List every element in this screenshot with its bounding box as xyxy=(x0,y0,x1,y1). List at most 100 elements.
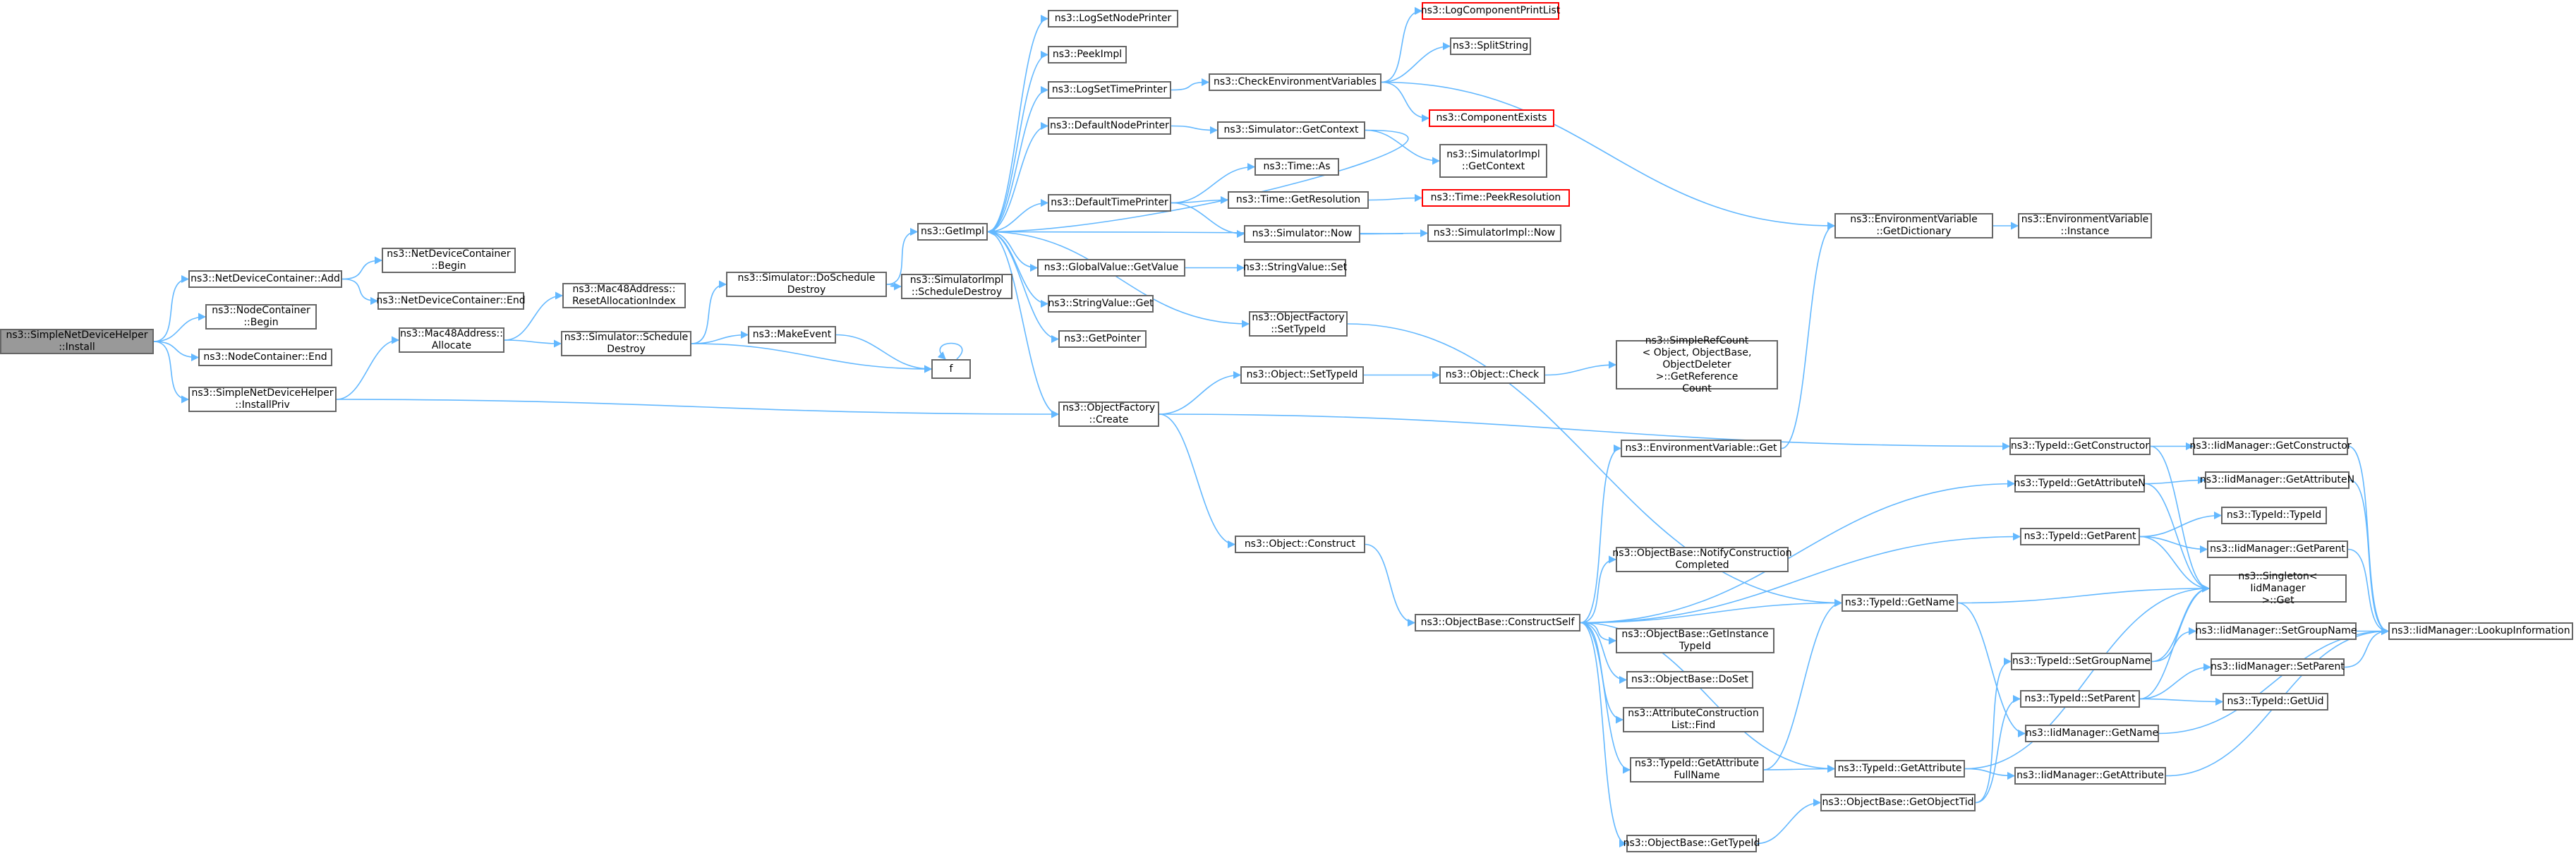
node-logsettime[interactable]: ns3::LogSetTimePrinter xyxy=(1048,81,1171,99)
node-tid-setgroup[interactable]: ns3::TypeId::SetGroupName xyxy=(2011,653,2152,670)
node-getpointer[interactable]: ns3::GetPointer xyxy=(1058,330,1147,348)
node-sim-now[interactable]: ns3::Simulator::Now xyxy=(1244,225,1360,243)
edge-tid-setparent-to-iid-setparent xyxy=(2139,663,2212,700)
edge-ob-construct-to-ob-gettid xyxy=(1580,622,1628,848)
node-tid-setparent[interactable]: ns3::TypeId::SetParent xyxy=(2020,690,2140,708)
node-ob-construct[interactable]: ns3::ObjectBase::ConstructSelf xyxy=(1415,614,1580,632)
node-tid-getname[interactable]: ns3::TypeId::GetName xyxy=(1842,594,1958,612)
node-iid-getname[interactable]: ns3::IidManager::GetName xyxy=(2025,725,2159,742)
node-singleton-get[interactable]: ns3::Singleton< IidManager >::Get xyxy=(2209,571,2347,606)
node-simimpl-now[interactable]: ns3::SimulatorImpl::Now xyxy=(1427,224,1561,242)
node-mac-alloc[interactable]: ns3::Mac48Address:: Allocate xyxy=(399,327,504,353)
edge-tid-getattr-to-singleton-get xyxy=(1964,584,2211,770)
node-strval-set[interactable]: ns3::StringValue::Set xyxy=(1243,259,1347,277)
node-sim-getctx[interactable]: ns3::Simulator::GetContext xyxy=(1217,121,1365,139)
node-logsetnode[interactable]: ns3::LogSetNodePrinter xyxy=(1048,10,1178,28)
node-label: ns3::ObjectBase::DoSet xyxy=(1631,674,1748,685)
node-ndc-begin[interactable]: ns3::NetDeviceContainer ::Begin xyxy=(382,248,516,273)
node-iid-getparent[interactable]: ns3::IidManager::GetParent xyxy=(2207,540,2348,558)
node-iid-setgroup[interactable]: ns3::IidManager::SetGroupName xyxy=(2196,622,2357,640)
node-of-create[interactable]: ns3::ObjectFactory ::Create xyxy=(1058,401,1159,427)
node-sim-sched[interactable]: ns3::Simulator::Schedule Destroy xyxy=(561,331,691,356)
node-nc-end[interactable]: ns3::NodeContainer::End xyxy=(198,349,332,366)
node-ob-gettid[interactable]: ns3::ObjectBase::GetTypeId xyxy=(1623,835,1760,852)
node-label: ns3::ComponentExists xyxy=(1436,112,1547,123)
node-tid-getparent[interactable]: ns3::TypeId::GetParent xyxy=(2020,528,2140,545)
node-simplerefcount[interactable]: ns3::SimpleRefCount < Object, ObjectBase… xyxy=(1616,335,1778,394)
node-label: ns3::TypeId::SetGroupName xyxy=(2012,655,2151,667)
node-deftime[interactable]: ns3::DefaultTimePrinter xyxy=(1048,194,1171,212)
node-defnode[interactable]: ns3::DefaultNodePrinter xyxy=(1048,117,1171,135)
node-obj-construct[interactable]: ns3::Object::Construct xyxy=(1235,536,1365,553)
edge-iid-getparent-to-iid-lookup xyxy=(2347,548,2390,636)
node-envvar-get[interactable]: ns3::EnvironmentVariable::Get xyxy=(1621,440,1782,457)
edge-tid-getattrn-to-singleton-get xyxy=(2144,483,2211,593)
node-time-as[interactable]: ns3::Time::As xyxy=(1254,158,1339,176)
node-tid-getuid[interactable]: ns3::TypeId::GetUid xyxy=(2223,693,2328,711)
node-tid-getattrn[interactable]: ns3::TypeId::GetAttributeN xyxy=(2014,475,2146,493)
edge-ob-construct-to-tid-getattrn xyxy=(1580,479,2016,624)
node-ndc-end[interactable]: ns3::NetDeviceContainer::End xyxy=(376,292,526,310)
node-mac-reset[interactable]: ns3::Mac48Address:: ResetAllocationIndex xyxy=(562,283,686,308)
node-obj-check[interactable]: ns3::Object::Check xyxy=(1439,366,1545,384)
node-f[interactable]: f xyxy=(931,359,971,379)
node-sndh-priv[interactable]: ns3::SimpleNetDeviceHelper ::InstallPriv xyxy=(188,387,337,412)
node-ob-getobjtid[interactable]: ns3::ObjectBase::GetObjectTid xyxy=(1820,794,1976,811)
node-tid-getattr[interactable]: ns3::TypeId::GetAttribute xyxy=(1834,760,1965,778)
node-label: ns3::Simulator::GetContext xyxy=(1223,124,1359,135)
node-nc-begin[interactable]: ns3::NodeContainer ::Begin xyxy=(205,304,317,330)
node-label: ns3::Simulator::DoSchedule Destroy xyxy=(737,272,876,296)
edge-ob-construct-to-ob-notify xyxy=(1580,555,1617,624)
node-simimpl-getctx[interactable]: ns3::SimulatorImpl ::GetContext xyxy=(1439,144,1547,178)
node-ob-doset[interactable]: ns3::ObjectBase::DoSet xyxy=(1626,671,1753,689)
node-label: ns3::ObjectFactory ::Create xyxy=(1062,402,1156,425)
node-tid-typeid[interactable]: ns3::TypeId::TypeId xyxy=(2221,507,2327,524)
edge-getimpl-to-deftime xyxy=(987,198,1049,233)
edge-ob-construct-to-ob-doset xyxy=(1580,622,1628,684)
node-iid-getctor[interactable]: ns3::IidManager::GetConstructor xyxy=(2189,437,2352,455)
node-ndc-add[interactable]: ns3::NetDeviceContainer::Add xyxy=(188,270,342,288)
node-acl-find[interactable]: ns3::AttributeConstruction List::Find xyxy=(1623,707,1764,732)
edge-ndc-add-to-ndc-begin xyxy=(341,256,383,280)
node-peekimpl[interactable]: ns3::PeekImpl xyxy=(1048,46,1127,64)
node-compexists[interactable]: ns3::ComponentExists xyxy=(1429,109,1554,127)
node-sim-dosched[interactable]: ns3::Simulator::DoSchedule Destroy xyxy=(726,272,887,297)
node-ob-getinst[interactable]: ns3::ObjectBase::GetInstance TypeId xyxy=(1616,628,1774,653)
edge-ob-construct-to-envvar-get xyxy=(1580,444,1622,624)
node-label: ns3::MakeEvent xyxy=(752,329,832,340)
node-label: ns3::ObjectBase::GetObjectTid xyxy=(1822,797,1974,808)
node-getimpl[interactable]: ns3::GetImpl xyxy=(917,223,988,241)
node-label: ns3::LogSetNodePrinter xyxy=(1054,13,1172,24)
node-tid-getctor[interactable]: ns3::TypeId::GetConstructor xyxy=(2009,437,2151,455)
node-label: ns3::LogComponentPrintList xyxy=(1420,5,1561,16)
node-label: ns3::IidManager::GetConstructor xyxy=(2189,440,2352,452)
edge-sim-dosched-to-getimpl xyxy=(886,227,919,285)
node-gv-get[interactable]: ns3::GlobalValue::GetValue xyxy=(1037,259,1185,277)
node-obj-settid[interactable]: ns3::Object::SetTypeId xyxy=(1240,366,1364,384)
node-label: ns3::NetDeviceContainer::Add xyxy=(191,273,340,284)
node-time-getres[interactable]: ns3::Time::GetResolution xyxy=(1228,191,1369,209)
node-label: ns3::PeekImpl xyxy=(1052,49,1123,60)
node-simimpl-sched[interactable]: ns3::SimulatorImpl ::ScheduleDestroy xyxy=(901,274,1012,299)
node-ob-notify[interactable]: ns3::ObjectBase::NotifyConstruction Comp… xyxy=(1612,547,1792,572)
node-tid-getattrfull[interactable]: ns3::TypeId::GetAttribute FullName xyxy=(1630,757,1764,783)
node-checkenv[interactable]: ns3::CheckEnvironmentVariables xyxy=(1209,73,1381,91)
node-label: ns3::ObjectBase::GetInstance TypeId xyxy=(1621,629,1769,652)
node-iid-getattrn[interactable]: ns3::IidManager::GetAttributeN xyxy=(2200,471,2354,489)
node-iid-setparent[interactable]: ns3::IidManager::SetParent xyxy=(2211,658,2345,676)
edge-tid-getname-to-singleton-get xyxy=(1957,584,2211,604)
node-iid-getattr[interactable]: ns3::IidManager::GetAttribute xyxy=(2014,767,2166,785)
node-splitstr[interactable]: ns3::SplitString xyxy=(1450,37,1531,55)
edge-of-settid-to-tid-getname xyxy=(1347,323,1843,608)
node-of-settid[interactable]: ns3::ObjectFactory ::SetTypeId xyxy=(1249,311,1348,337)
node-makeevent[interactable]: ns3::MakeEvent xyxy=(748,326,836,344)
node-envvar-inst[interactable]: ns3::EnvironmentVariable ::Instance xyxy=(2018,213,2152,238)
node-envvar-getdict[interactable]: ns3::EnvironmentVariable ::GetDictionary xyxy=(1834,213,1993,238)
node-logcomp[interactable]: ns3::LogComponentPrintList xyxy=(1421,2,1560,20)
node-time-peekres[interactable]: ns3::Time::PeekResolution xyxy=(1422,189,1570,207)
edge-obj-construct-to-ob-construct xyxy=(1365,543,1416,627)
node-strval-get[interactable]: ns3::StringValue::Get xyxy=(1048,295,1154,313)
node-label: ns3::TypeId::GetParent xyxy=(2024,531,2136,542)
edge-ob-getobjtid-to-tid-setparent xyxy=(1975,694,2021,804)
node-iid-lookup[interactable]: ns3::IidManager::LookupInformation xyxy=(2388,622,2573,640)
